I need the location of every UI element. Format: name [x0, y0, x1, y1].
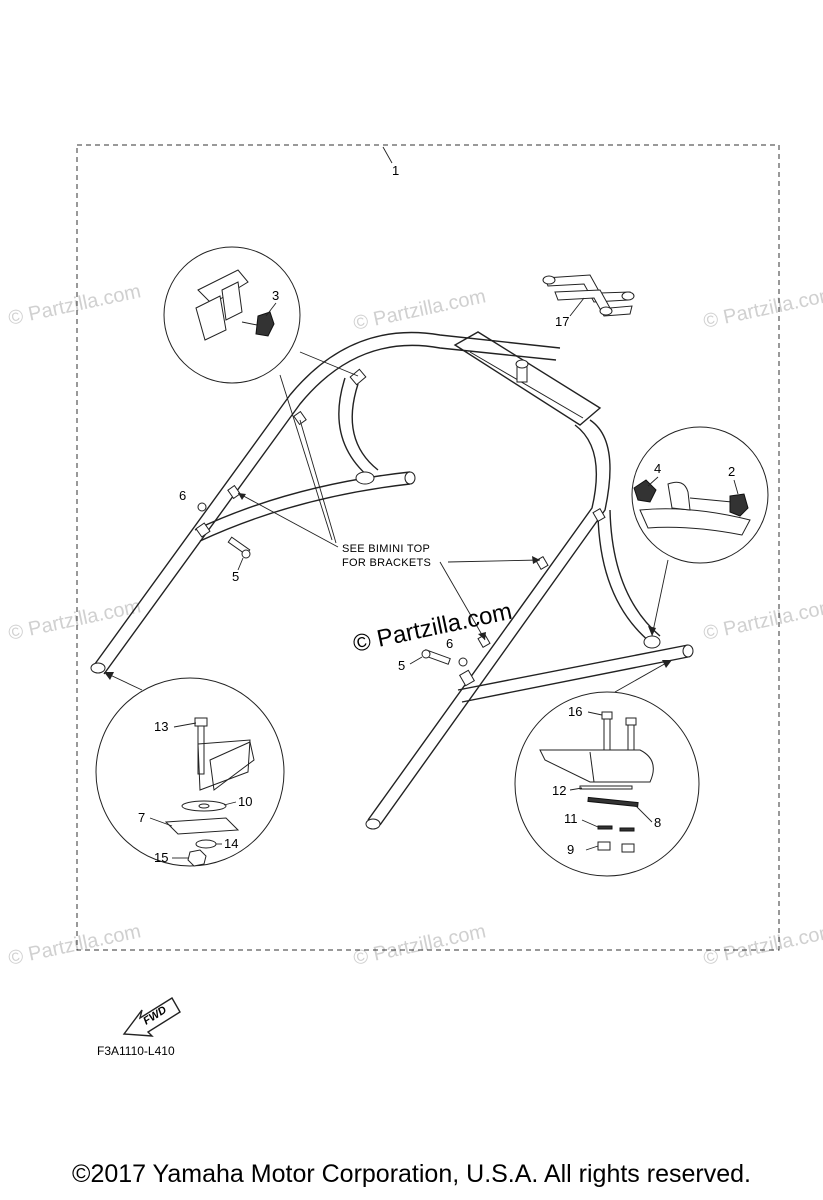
leader-line: [149, 817, 173, 827]
leader-line: [569, 297, 585, 317]
leader-line: [237, 557, 244, 571]
bimini-note-line1: SEE BIMINI TOP: [342, 543, 430, 555]
leader-line: [647, 476, 659, 487]
tower-frame: [90, 331, 694, 830]
callout-15: 11: [564, 811, 578, 826]
part-17-bracket: [542, 274, 635, 317]
callout-7: 7: [138, 810, 145, 825]
callout-8: 8: [654, 815, 661, 830]
callout-17: 17: [555, 314, 569, 329]
leader-line: [173, 722, 197, 728]
callout-12: 14: [224, 836, 238, 851]
copyright-notice: ©2017 Yamaha Motor Corporation, U.S.A. A…: [72, 1160, 751, 1188]
callout-16: 9: [567, 842, 574, 857]
leader-line: [265, 302, 277, 317]
watermark: © Partzilla.com: [351, 285, 487, 335]
leader-line: [409, 656, 423, 665]
watermark: © Partzilla.com: [701, 595, 823, 645]
callout-1: 1: [392, 163, 399, 178]
watermark: © Partzilla.com: [701, 920, 823, 970]
leader-line: [223, 801, 237, 806]
detail-circle-2-4: [631, 426, 769, 637]
leader-line: [635, 805, 653, 823]
callout-2: 2: [728, 464, 735, 479]
assembly-boundary: [76, 144, 780, 951]
center-watermark: © Partzilla.com: [351, 598, 515, 658]
callout-5: 5: [398, 658, 405, 673]
watermark: © Partzilla.com: [6, 280, 142, 330]
callout-10: 12: [552, 783, 566, 798]
bimini-note-line2: FOR BRACKETS: [342, 557, 431, 569]
callout-3: 3: [272, 288, 279, 303]
bolt-5-left: [227, 536, 251, 559]
bimini-note: SEE BIMINI TOP FOR BRACKETS: [237, 374, 541, 641]
washer-6-left: [197, 502, 207, 512]
callout-6: 6: [446, 636, 453, 651]
leader-line: [587, 711, 603, 716]
callout-5: 5: [232, 569, 239, 584]
bolt-5-right: [421, 649, 451, 665]
callout-6: 6: [179, 488, 186, 503]
washer-6-right: [458, 657, 468, 667]
detail-circle-3: [163, 246, 359, 384]
leader-line: [733, 479, 739, 495]
callout-13: 15: [154, 850, 168, 865]
fwd-arrow-icon: FWD: [122, 997, 181, 1037]
figure-code: F3A1110-L410: [97, 1044, 175, 1058]
watermark: © Partzilla.com: [6, 595, 142, 645]
leader-line: [585, 845, 599, 851]
watermark: © Partzilla.com: [701, 283, 823, 333]
callout-14: 16: [568, 704, 582, 719]
watermark: © Partzilla.com: [6, 920, 142, 970]
watermark: © Partzilla.com: [351, 920, 487, 970]
callout-11: 13: [154, 719, 168, 734]
leader-line: [581, 819, 599, 828]
leader-line: [569, 787, 583, 791]
callout-4: 4: [654, 461, 661, 476]
detail-circle-left-base: [95, 672, 285, 867]
leader-line: [382, 146, 393, 164]
callout-9: 10: [238, 794, 252, 809]
detail-circle-right-base: [514, 660, 700, 877]
